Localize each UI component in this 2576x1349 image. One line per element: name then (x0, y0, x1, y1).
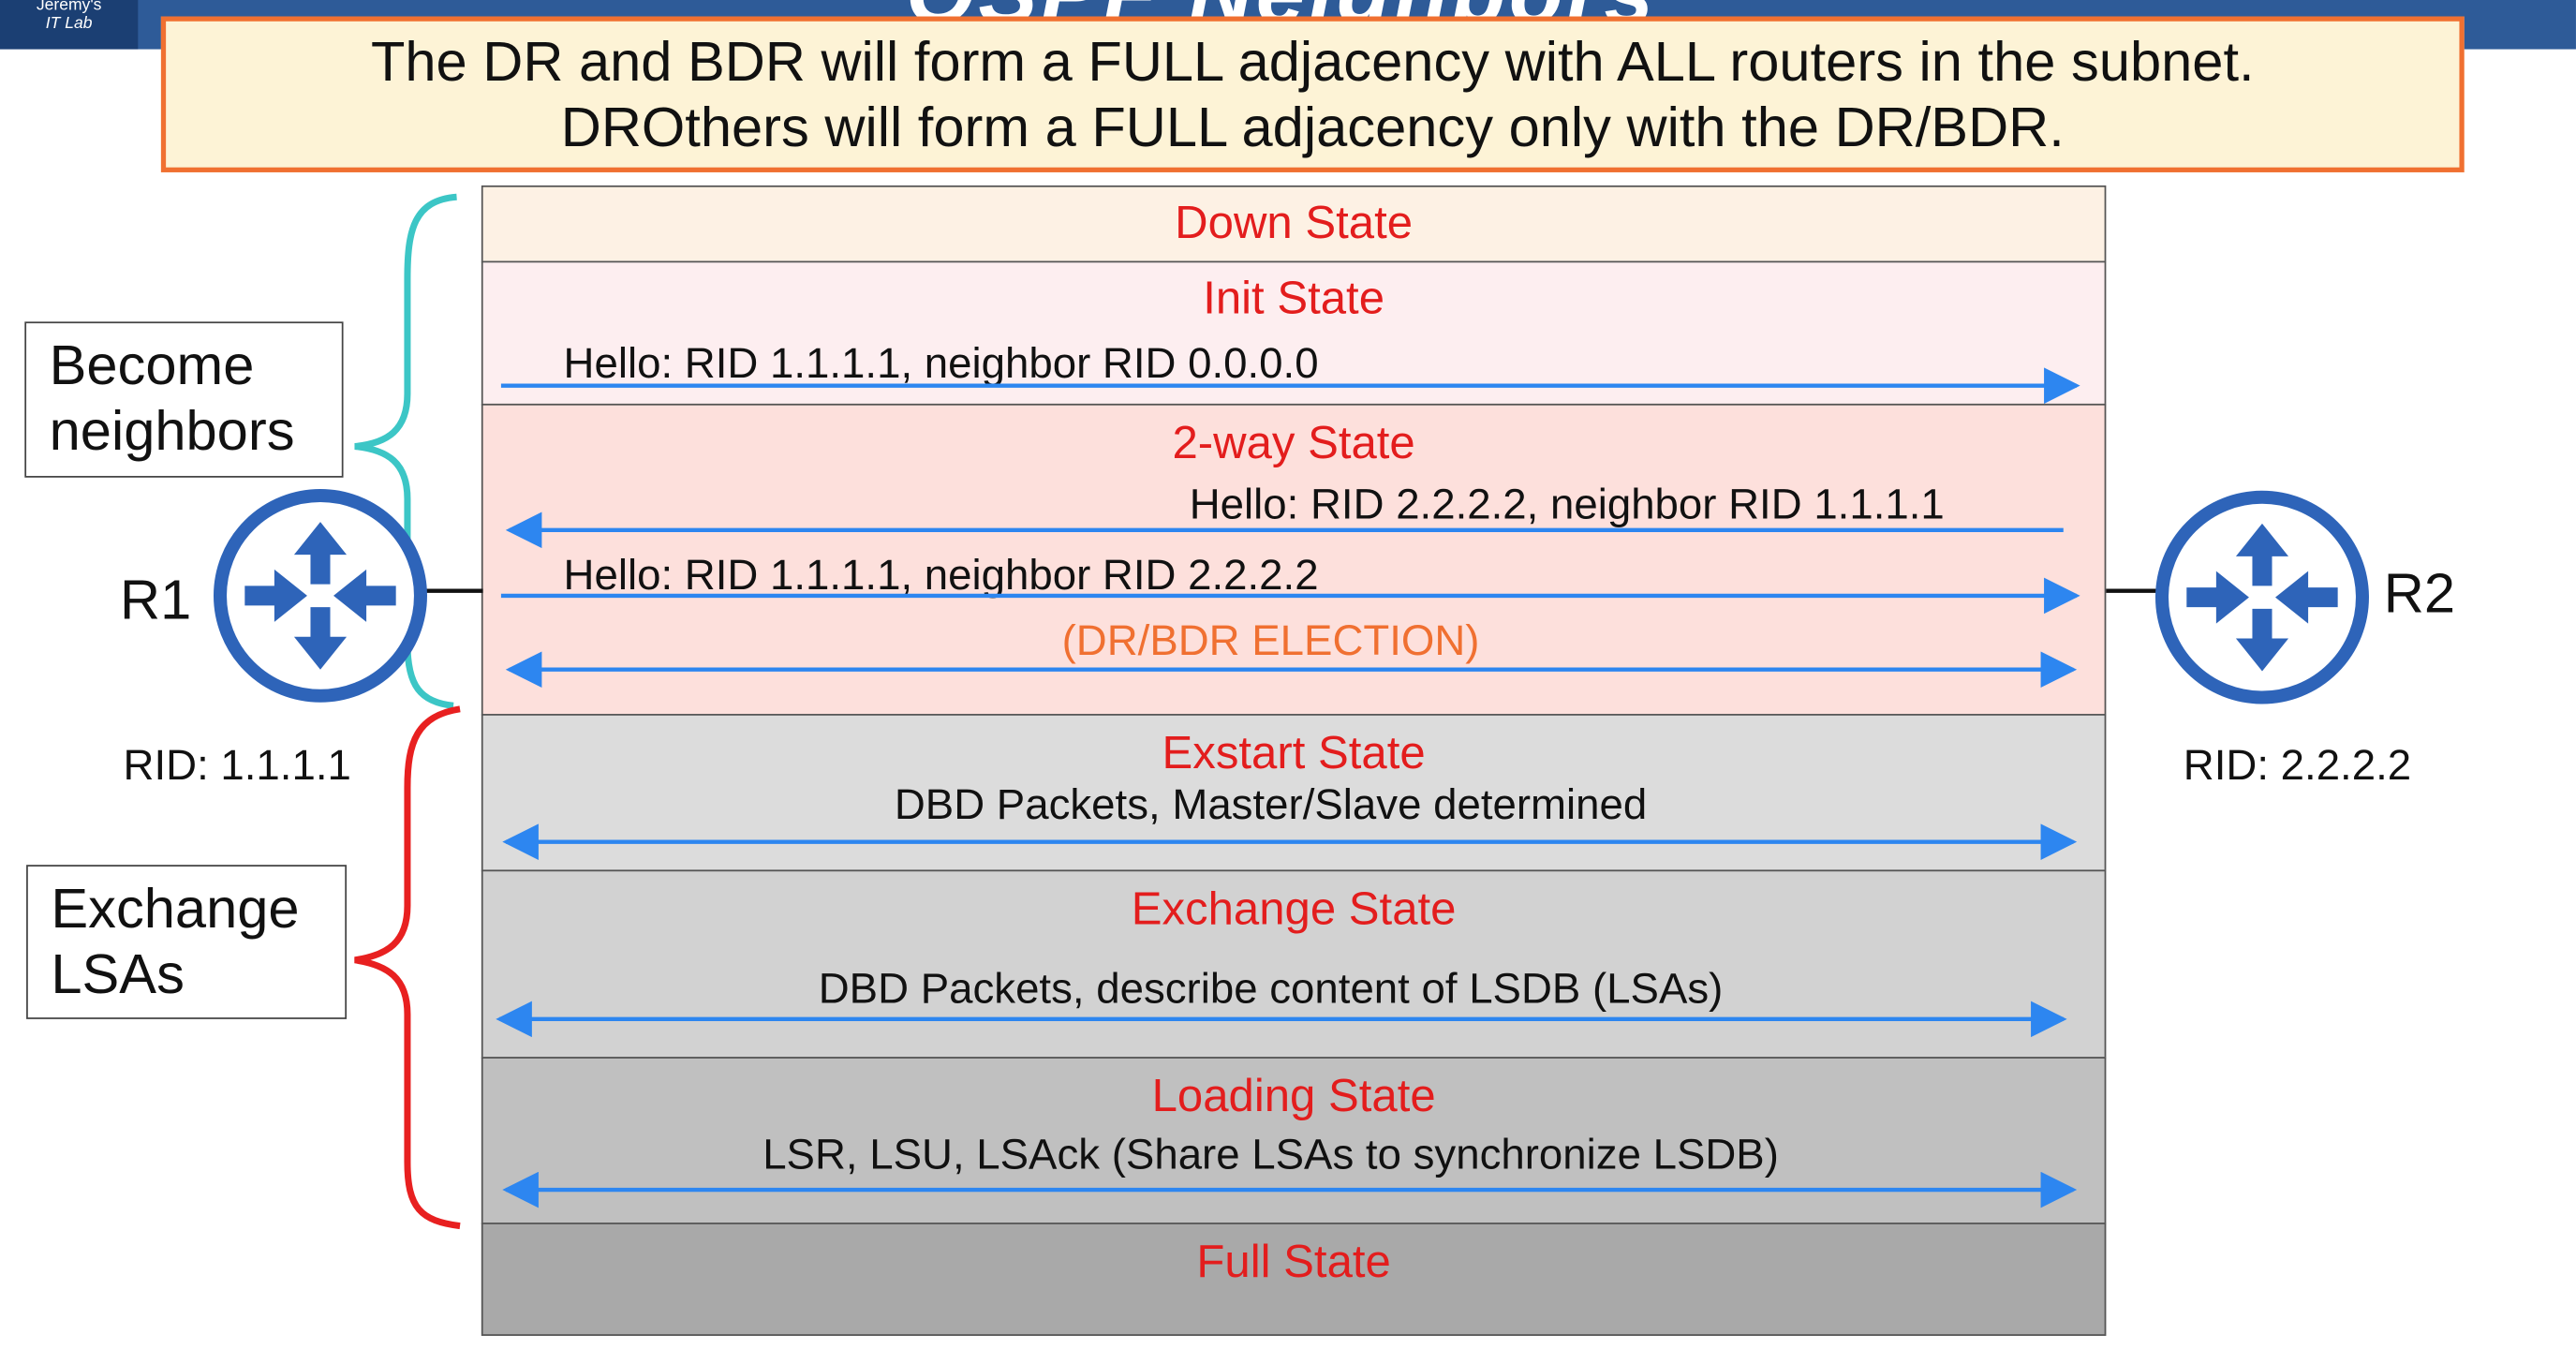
state-title-loading: Loading State (1151, 1070, 1436, 1121)
state-title-exchange: Exchange State (1131, 882, 1457, 934)
callout-line-1: The DR and BDR will form a FULL adjacenc… (370, 30, 2255, 93)
router-icon (213, 489, 427, 703)
brace-become-neighbors (354, 193, 457, 709)
channel-logo: Jeremy's IT Lab (0, 0, 139, 50)
state-down: Down State (481, 185, 2107, 263)
r2-name: R2 (2383, 562, 2455, 626)
router-icon (2154, 490, 2369, 704)
exchange-lsas-line-2: LSAs (51, 943, 185, 1006)
2way-hello-from-r2: Hello: RID 2.2.2.2, neighbor RID 1.1.1.1 (1189, 479, 1945, 529)
r1-rid: RID: 1.1.1.1 (123, 740, 351, 790)
exchange-lsas-label: Exchange LSAs (26, 865, 348, 1019)
exstart-msg: DBD Packets, Master/Slave determined (894, 779, 1648, 829)
adjacency-callout: The DR and BDR will form a FULL adjacenc… (160, 16, 2465, 172)
logo-line-1: Jeremy's (36, 0, 102, 15)
2way-hello-from-r1: Hello: RID 1.1.1.1, neighbor RID 2.2.2.2 (563, 549, 1319, 600)
r2-rid: RID: 2.2.2.2 (2183, 740, 2412, 790)
state-title-exstart: Exstart State (1162, 727, 1426, 778)
state-title-full: Full State (1196, 1236, 1391, 1287)
r1-name: R1 (120, 569, 192, 632)
state-full: Full State (481, 1223, 2107, 1336)
state-title-down: Down State (1175, 197, 1414, 248)
exchange-lsas-line-1: Exchange (51, 878, 300, 941)
become-neighbors-line-2: neighbors (49, 400, 295, 464)
become-neighbors-line-1: Become (49, 334, 255, 397)
logo-line-2: IT Lab (45, 14, 93, 34)
state-title-2way: 2-way State (1172, 416, 1415, 468)
brace-exchange-lsas (354, 705, 461, 1230)
state-init: Init State Hello: RID 1.1.1.1, neighbor … (481, 260, 2107, 406)
become-neighbors-label: Become neighbors (24, 321, 344, 478)
state-title-init: Init State (1203, 272, 1385, 324)
init-hello-msg: Hello: RID 1.1.1.1, neighbor RID 0.0.0.0 (563, 337, 1319, 388)
callout-line-2: DROthers will form a FULL adjacency only… (560, 96, 2065, 159)
loading-msg: LSR, LSU, LSAck (Share LSAs to synchroni… (762, 1129, 1779, 1179)
